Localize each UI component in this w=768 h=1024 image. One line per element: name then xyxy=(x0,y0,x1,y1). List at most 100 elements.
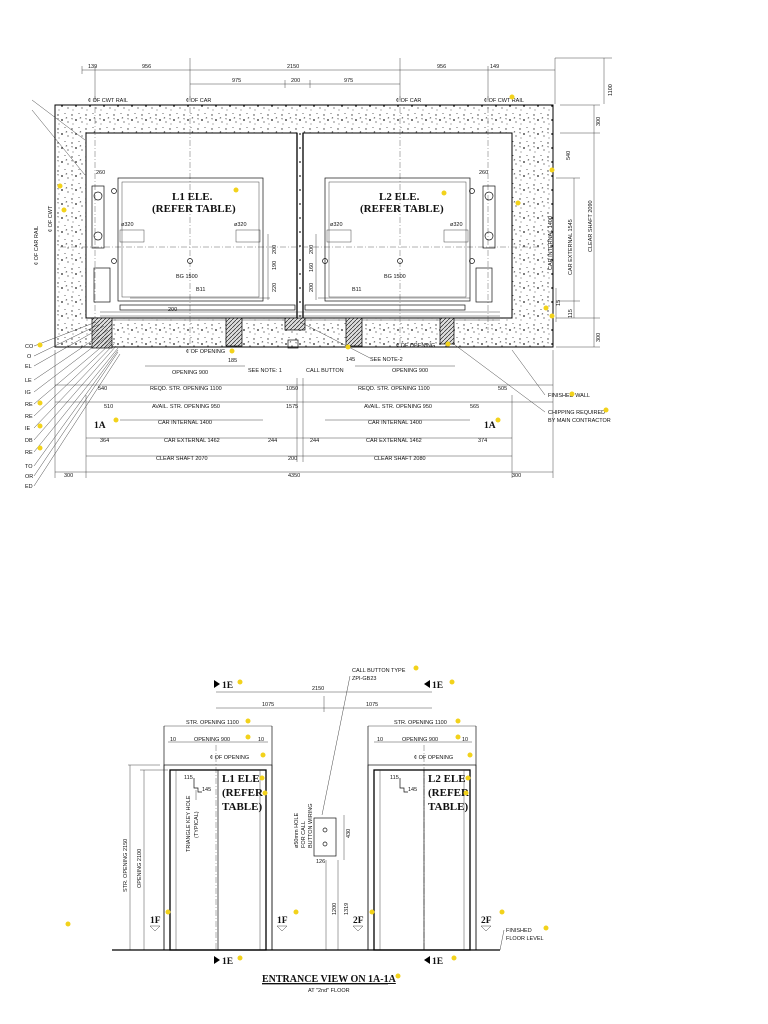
elev-dim-1075-a: 1075 xyxy=(262,702,274,708)
dim-200-c: 200 xyxy=(309,283,315,292)
elev-car-right-2: (REFER xyxy=(428,787,470,799)
dim-200: 200 xyxy=(291,78,300,84)
dim-260-right: 260 xyxy=(479,170,488,176)
b11-right: B11 xyxy=(352,287,361,293)
row7-4350: 4350 xyxy=(288,473,300,479)
dim-320-b: ø320 xyxy=(234,222,247,228)
stub-3: LE xyxy=(25,378,32,384)
cl-car-rail-left: ¢ OF CAR RAIL xyxy=(34,226,40,265)
elev-car-left-2: (REFER xyxy=(222,787,264,799)
elev-d10-d: 10 xyxy=(462,737,468,743)
stub-11: OR xyxy=(25,474,33,480)
dim-200-b: 200 xyxy=(309,245,315,254)
call-button-note: CALL BUTTON xyxy=(306,368,344,374)
dim-956-right: 956 xyxy=(437,64,446,70)
elev-opening-left: OPENING 900 xyxy=(194,737,230,743)
cl-opening-right: ¢ OF OPENING xyxy=(396,343,435,349)
stub-5: RE xyxy=(25,402,33,408)
row6-clear-left: CLEAR SHAFT 2070 xyxy=(156,456,208,462)
elev-cl-opening-right: ¢ OF OPENING xyxy=(414,755,453,761)
section-1a-right: 1A xyxy=(484,421,496,431)
dim-540: 540 xyxy=(566,151,572,160)
elev-d145-left: 145 xyxy=(202,787,211,793)
row3-1575: 1575 xyxy=(286,404,298,410)
elev-d10-a: 10 xyxy=(170,737,176,743)
row6-clear-right: CLEAR SHAFT 2080 xyxy=(374,456,426,462)
stub-2: EL xyxy=(25,364,32,370)
entrance-view-subtitle: AT "2nd" FLOOR xyxy=(308,988,350,994)
elev-d10-c: 10 xyxy=(377,737,383,743)
dim-115: 115 xyxy=(568,309,574,318)
stub-9: RE xyxy=(25,450,33,456)
str-opening-height: STR. OPENING 2150 xyxy=(123,839,129,892)
row4-car-internal-left: CAR INTERNAL 1400 xyxy=(158,420,212,426)
floor-1f-mid: 1F xyxy=(277,916,288,926)
cl-opening-left: ¢ OF OPENING xyxy=(186,349,225,355)
dim-clear-shaft-side: CLEAR SHAFT 2090 xyxy=(588,200,594,252)
car-left-title: L1 ELE. xyxy=(172,191,213,203)
dim-320-d: ø320 xyxy=(450,222,463,228)
elev-cl-opening-left: ¢ OF OPENING xyxy=(210,755,249,761)
stub-8: DB xyxy=(25,438,33,444)
stub-7: IE xyxy=(25,426,31,432)
row5-364: 364 xyxy=(100,438,109,444)
elev-opening-right: OPENING 900 xyxy=(402,737,438,743)
stub-1: O xyxy=(27,354,32,360)
bg-right: BG 1500 xyxy=(384,274,406,280)
dim-320-c: ø320 xyxy=(330,222,343,228)
mark-1e-bottom-right: 1E xyxy=(432,957,443,967)
elev-dim-1075-b: 1075 xyxy=(366,702,378,708)
dim-1200: 1200 xyxy=(332,903,338,915)
car-right-title: L2 ELE. xyxy=(379,191,420,203)
finished-wall: FINISHED WALL xyxy=(548,393,590,399)
car-left-subtitle: (REFER TABLE) xyxy=(152,203,236,215)
b11-left: B11 xyxy=(196,287,205,293)
dim-300-top: 300 xyxy=(596,117,602,126)
left-leader-labels: CO O EL LE IG RE RE IE DB RE TO OR ED xyxy=(25,99,121,490)
row2-1050: 1050 xyxy=(286,386,298,392)
row3-avail-left: AVAIL. STR. OPENING 950 xyxy=(152,404,220,410)
row5-car-external-left: CAR EXTERNAL 1462 xyxy=(164,438,220,444)
opening-height: OPENING 2100 xyxy=(137,849,143,888)
elev-dim-2150: 2150 xyxy=(312,686,324,692)
row7-300-left: 300 xyxy=(64,473,73,479)
row5-car-external-right: CAR EXTERNAL 1462 xyxy=(366,438,422,444)
entrance-view-title: ENTRANCE VIEW ON 1A-1A xyxy=(262,974,397,985)
elev-car-left-1: L1 ELE xyxy=(222,773,260,785)
row3-avail-right: AVAIL. STR. OPENING 950 xyxy=(364,404,432,410)
row3-510: 510 xyxy=(104,404,113,410)
dim-975-left: 975 xyxy=(232,78,241,84)
finished-floor-1: FINISHED xyxy=(506,928,532,934)
elev-str-opening-left: STR. OPENING 1100 xyxy=(186,720,239,726)
dim-956-left: 956 xyxy=(142,64,151,70)
floor-2f-mid: 2F xyxy=(353,916,364,926)
dim-15: 15 xyxy=(556,300,562,306)
hole-note-3: BUTTON WIRING xyxy=(308,803,314,848)
dim-126: 126 xyxy=(316,859,325,865)
dim-1100: 1100 xyxy=(608,84,614,96)
cl-car-right: ¢ OF CAR xyxy=(396,98,421,104)
hole-note-2: FOR CALL xyxy=(301,821,307,848)
mark-1e-top-left: 1E xyxy=(222,681,233,691)
elev-car-left-3: TABLE) xyxy=(222,801,262,813)
cl-car-left: ¢ OF CAR xyxy=(186,98,211,104)
floor-1f-left: 1F xyxy=(150,916,161,926)
elev-car-right-1: L2 ELE xyxy=(428,773,466,785)
stub-6: RE xyxy=(25,414,33,420)
section-1a-left: 1A xyxy=(94,421,106,431)
dim-1319: 1319 xyxy=(344,903,350,915)
entrance-view: CALL BUTTON TYPE ZPI-GB23 1E 1E 1E 1E 21… xyxy=(65,665,549,994)
stub-10: TO xyxy=(25,464,33,470)
call-button-model: ZPI-GB23 xyxy=(352,676,376,682)
plan-view: 139 956 975 2150 200 975 956 149 1100 ¢ … xyxy=(25,57,614,490)
dim-975-right: 975 xyxy=(344,78,353,84)
dim-139: 139 xyxy=(88,64,97,70)
call-button-type: CALL BUTTON TYPE xyxy=(352,668,406,674)
triangle-key-1: TRIANGLE KEY HOLE xyxy=(186,795,192,852)
stub-4: IG xyxy=(25,390,31,396)
elev-d145-right: 145 xyxy=(408,787,417,793)
call-button-panel xyxy=(313,817,337,857)
cl-cwt-left: ¢ OF CWT xyxy=(48,205,54,232)
dim-2150: 2150 xyxy=(287,64,299,70)
